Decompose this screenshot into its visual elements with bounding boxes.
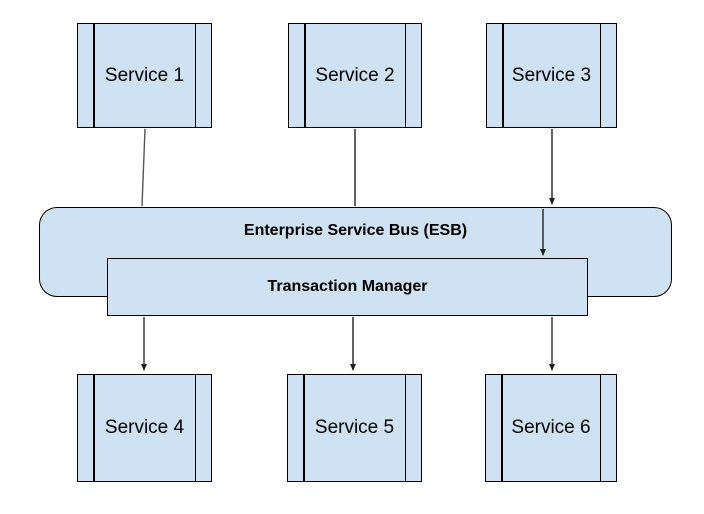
node-label: Service 5 [314,417,395,438]
component-stripe-right [404,24,406,127]
component-stripe-right [194,375,196,481]
node-label: Service 4 [104,417,185,438]
component-stripe-right [404,375,406,481]
node-service-1: Service 1 [77,23,212,128]
component-stripe-left [303,375,305,481]
component-stripe-right [599,375,601,481]
component-stripe-left [304,24,306,127]
node-label: Transaction Manager [267,278,428,295]
node-label: Service 6 [511,417,591,438]
node-service-6: Service 6 [485,374,617,482]
component-stripe-left [93,24,95,127]
component-stripe-right [194,24,196,127]
node-service-4: Service 4 [77,374,212,482]
component-stripe-left [501,375,503,481]
node-label: Enterprise Service Bus (ESB) [243,222,468,239]
component-stripe-left [502,24,504,127]
node-service-3: Service 3 [486,23,617,128]
node-service-2: Service 2 [288,23,422,128]
node-label: Service 2 [315,64,395,86]
node-service-5: Service 5 [287,374,422,482]
component-stripe-left [93,375,95,481]
node-transaction-manager: Transaction Manager [107,258,588,316]
node-label: Service 1 [104,64,185,86]
component-stripe-right [599,24,601,127]
node-label: Service 3 [511,64,592,86]
edge-service1-to-esb [141,128,146,207]
